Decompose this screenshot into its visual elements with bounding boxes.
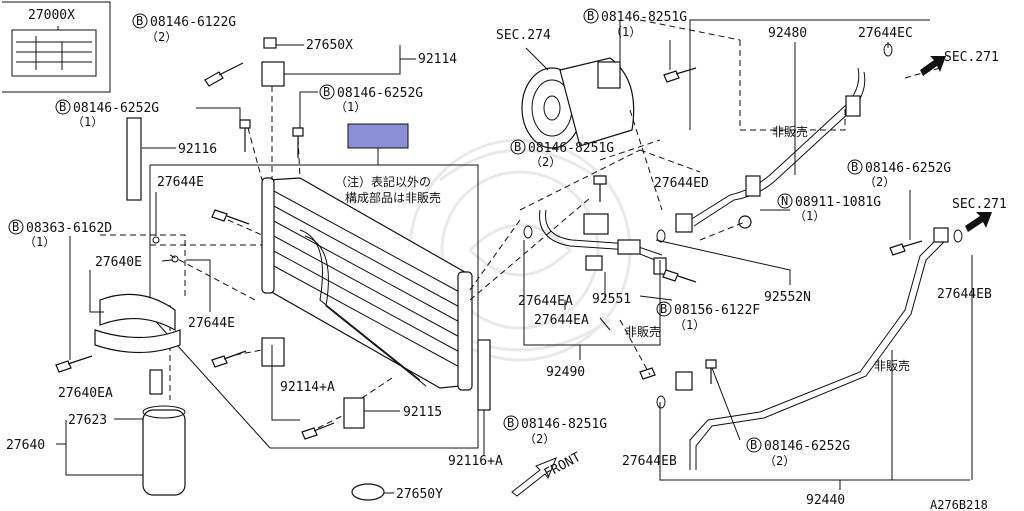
arrow-sec271-top xyxy=(920,56,946,76)
label-sec274: SEC.274 xyxy=(496,28,551,43)
qty-08911-1081G: （1） xyxy=(794,209,825,223)
part-27650Y: 27650Y xyxy=(396,487,443,502)
part-27000X: 27000X xyxy=(28,8,75,23)
receiver-drier-group xyxy=(94,117,491,501)
bolt-prefix: B xyxy=(12,220,19,234)
part-92116: 92116 xyxy=(178,142,217,157)
figure-code: A276B218 xyxy=(930,498,988,511)
part-92114A: 92114+A xyxy=(280,380,335,395)
part-08146-8251G-b: 08146-8251G xyxy=(528,141,614,156)
part-08146-6252G-c: 08146-6252G xyxy=(865,161,951,176)
qty-08146-8251G-c: （2） xyxy=(524,432,555,446)
part-08146-6122G: 08146-6122G xyxy=(150,15,236,30)
part-08146-8251G-a: 08146-8251G xyxy=(601,10,687,25)
leader-lines-right xyxy=(469,19,973,490)
part-08156-6122F: 08156-6122F xyxy=(674,303,760,318)
label-sec271-top: SEC.271 xyxy=(944,50,999,65)
qty-08146-6122G: （2） xyxy=(146,30,177,44)
bolt-prefix: B xyxy=(323,85,330,99)
note-line-2: 構成部品は非販売 xyxy=(345,190,441,205)
part-08363-6162D: 08363-6162D xyxy=(26,221,112,236)
part-27644EB-b: 27644EB xyxy=(622,454,677,469)
qty-08146-8251G-a: （1） xyxy=(610,25,641,39)
part-27644ED: 27644ED xyxy=(654,176,709,191)
bolt-prefix: B xyxy=(750,438,757,452)
part-92480: 92480 xyxy=(768,26,807,41)
part-08146-8251G-c: 08146-8251G xyxy=(521,417,607,432)
bolt-prefix: B xyxy=(587,9,594,23)
pipes-right xyxy=(523,43,963,470)
qty-08156-6122F: （1） xyxy=(674,318,705,332)
part-27644EA-b: 27644EA xyxy=(534,313,589,328)
part-27623: 27623 xyxy=(68,413,107,428)
part-08911-1081G: 08911-1081G xyxy=(795,195,881,210)
part-92440: 92440 xyxy=(806,493,845,508)
not-sold-1: 非販売 xyxy=(772,124,808,139)
part-27640EA: 27640EA xyxy=(58,386,113,401)
part-92116A: 92116+A xyxy=(448,454,503,469)
part-08146-6252G-b: 08146-6252G xyxy=(73,101,159,116)
bolts-left xyxy=(55,37,335,440)
part-92490: 92490 xyxy=(546,365,585,380)
part-92551: 92551 xyxy=(592,292,631,307)
label-sec271-right: SEC.271 xyxy=(952,197,1007,212)
bolt-prefix: B xyxy=(136,14,143,28)
part-27644E-a: 27644E xyxy=(157,175,204,190)
part-27650X: 27650X xyxy=(306,38,353,53)
note-line-1: （注）表記以外の xyxy=(335,174,431,189)
part-27644EC: 27644EC xyxy=(858,26,913,41)
part-08146-6252G-a: 08146-6252G xyxy=(337,86,423,101)
bolt-prefix: B xyxy=(507,416,514,430)
qty-08146-6252G-d: （2） xyxy=(764,454,795,468)
not-sold-3: 非販売 xyxy=(874,358,910,373)
arrow-sec271-right xyxy=(965,212,992,232)
part-92115: 92115 xyxy=(403,405,442,420)
label-27000X-group: 27000X xyxy=(2,1,111,93)
part-27640E: 27640E xyxy=(95,255,142,270)
not-sold-2: 非販売 xyxy=(625,324,661,339)
qty-08146-6252G-a: （1） xyxy=(335,100,366,114)
qty-08146-8251G-b: （2） xyxy=(530,155,561,169)
bolt-prefix: B xyxy=(514,140,521,154)
compressor-group xyxy=(521,57,635,149)
labels: B 08146-6122G （2） 27650X 92114 B 08146-6… xyxy=(6,8,1007,511)
part-27644EA-a: 27644EA xyxy=(518,294,573,309)
part-27640: 27640 xyxy=(6,438,45,453)
note-label-tag xyxy=(347,123,409,149)
nut-prefix: N xyxy=(781,194,788,208)
part-92114: 92114 xyxy=(418,52,457,67)
bolt-prefix: B xyxy=(851,160,858,174)
part-08146-6252G-d: 08146-6252G xyxy=(764,439,850,454)
part-92552N: 92552N xyxy=(764,290,811,305)
bolt-prefix: B xyxy=(59,100,66,114)
part-27644EB-a: 27644EB xyxy=(937,287,992,302)
front-label: FRONT xyxy=(542,450,584,482)
part-27644E-b: 27644E xyxy=(188,316,235,331)
qty-08146-6252G-b: （1） xyxy=(72,115,103,129)
bolt-prefix: B xyxy=(660,302,667,316)
qty-08146-6252G-c: （2） xyxy=(864,175,895,189)
qty-08363-6162D: （1） xyxy=(24,235,55,249)
front-arrow: FRONT xyxy=(511,450,584,497)
